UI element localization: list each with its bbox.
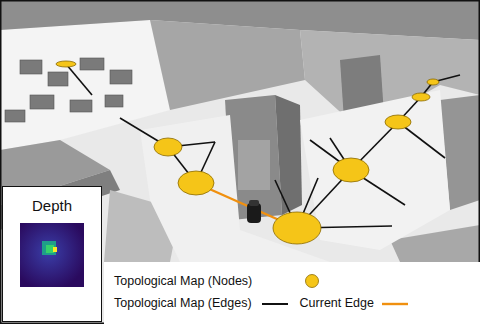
map-nodes: [56, 61, 439, 244]
legend-line: [262, 300, 288, 308]
legend-panel: Topological Map (Nodes) Topological Map (…: [104, 262, 480, 324]
depth-image: [20, 223, 84, 287]
legend-swatch: [304, 273, 320, 289]
map-edges: [66, 64, 460, 228]
legend-text: Current Edge: [300, 296, 374, 311]
legend-text: Topological Map (Nodes): [114, 274, 252, 289]
panel-title: Depth: [3, 197, 101, 214]
robot: [247, 200, 261, 223]
depth-panel: Depth: [2, 186, 102, 322]
legend-line: [382, 300, 408, 308]
legend-text: Topological Map (Edges): [114, 296, 252, 311]
